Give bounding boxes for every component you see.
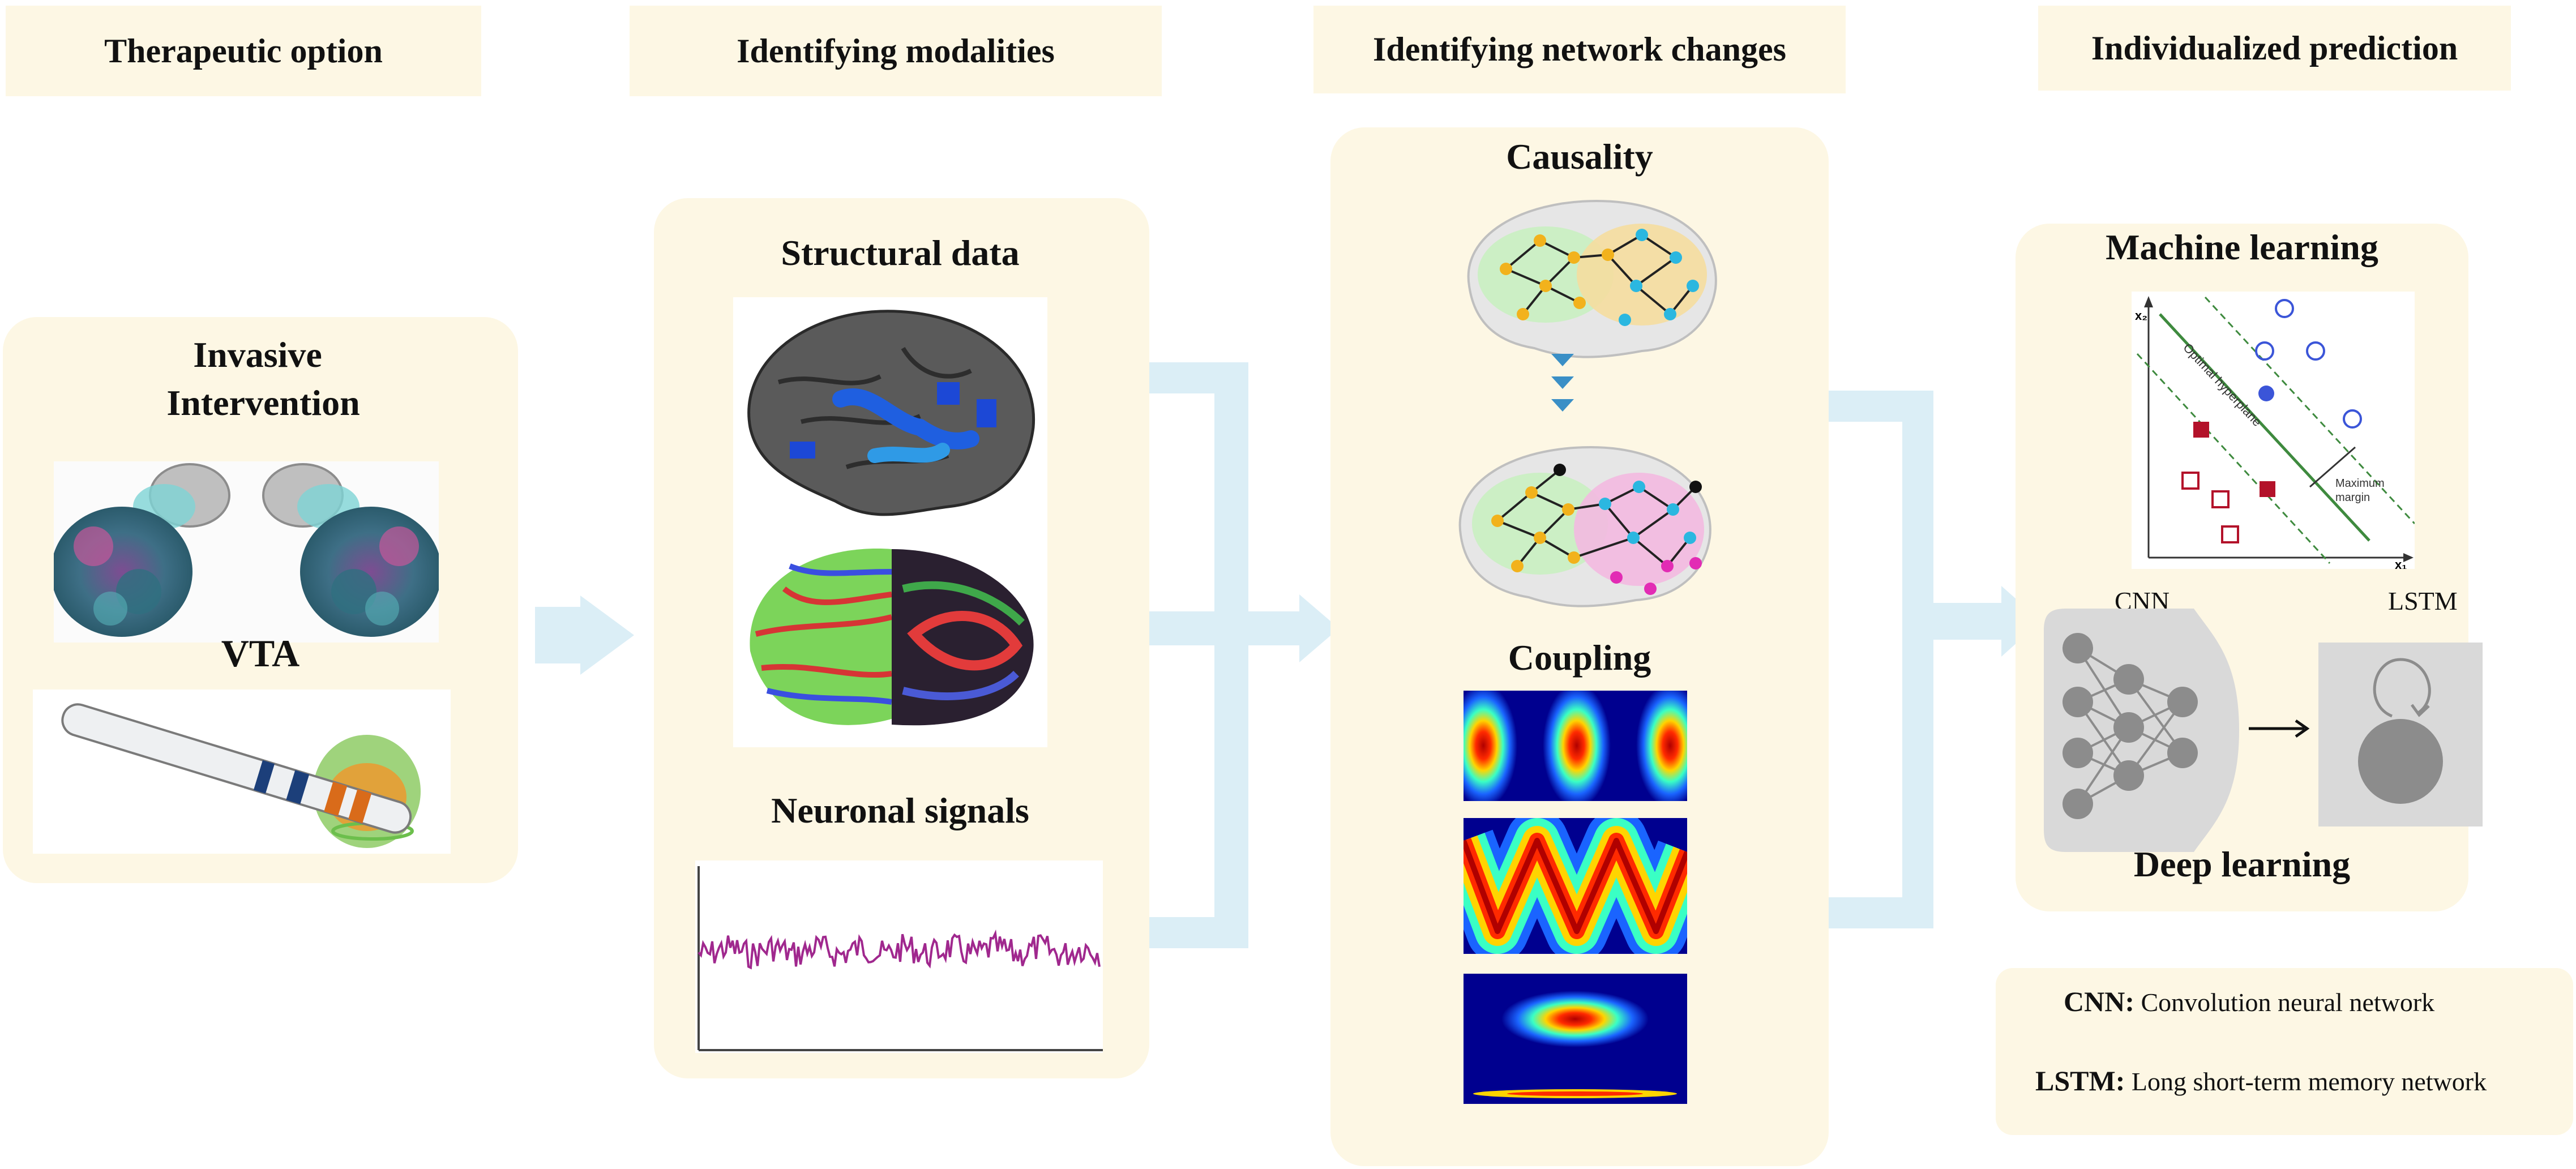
right-nucleus-icon	[262, 463, 439, 637]
cnn-network-diagram	[2044, 603, 2253, 858]
svm-margin-label-2: margin	[2335, 491, 2370, 504]
causality-title: Causality	[1506, 136, 1653, 177]
legend-lstm: LSTM: Long short-term memory network	[2035, 1064, 2487, 1097]
legend-cnn: CNN: Convolution neural network	[2064, 985, 2434, 1018]
coupling-title: Coupling	[1508, 637, 1651, 678]
svm-x1-label: x₁	[2395, 558, 2407, 569]
coupling-map-2	[1464, 818, 1687, 954]
vta-label: VTA	[221, 632, 300, 675]
lstm-label: LSTM	[2388, 586, 2458, 615]
legend-lstm-abbr: LSTM:	[2035, 1065, 2125, 1097]
svm-x2-label: x₂	[2135, 309, 2147, 323]
vta-brain-models-image	[54, 461, 439, 643]
arrow-head-2	[1299, 594, 1339, 662]
causality-network-top	[1455, 190, 1727, 365]
neuronal-signals-title: Neuronal signals	[771, 790, 1029, 830]
cortex-structural-image	[733, 297, 1047, 532]
legend-cnn-full: Convolution neural network	[2141, 988, 2435, 1017]
invasive-title-line1: Invasive	[193, 335, 322, 375]
neuronal-signal-plot	[695, 860, 1103, 1053]
causality-network-bottom	[1447, 436, 1724, 617]
left-nucleus-icon	[54, 463, 230, 637]
svm-plot: x₂ x₁ Optimal hyperplane Maximum margin	[2132, 292, 2415, 569]
abbreviation-legend	[1996, 968, 2573, 1135]
arrow-head-1	[580, 596, 634, 675]
coupling-map-1	[1464, 691, 1687, 801]
header-identifying-modalities: Identifying modalities	[630, 6, 1162, 96]
deep-learning-title: Deep learning	[2133, 844, 2351, 884]
legend-cnn-abbr: CNN:	[2064, 986, 2134, 1017]
header-identifying-network-changes: Identifying network changes	[1313, 6, 1846, 93]
invasive-title-line2: Intervention	[166, 383, 360, 423]
machine-learning-title: Machine learning	[2106, 227, 2378, 267]
electrode-lead-image	[33, 690, 451, 854]
lstm-cell-diagram	[2318, 643, 2483, 827]
header-therapeutic-option: Therapeutic option	[6, 6, 481, 96]
right-arrow-icon	[2249, 719, 2310, 738]
header-individualized-prediction: Individualized prediction	[2038, 6, 2511, 91]
tractography-image	[733, 532, 1047, 747]
triple-down-arrow-icon	[1551, 354, 1574, 412]
svm-margin-label-1: Maximum	[2335, 477, 2385, 490]
legend-lstm-full: Long short-term memory network	[2131, 1067, 2487, 1096]
structural-data-title: Structural data	[781, 233, 1020, 273]
coupling-map-3	[1464, 974, 1687, 1104]
